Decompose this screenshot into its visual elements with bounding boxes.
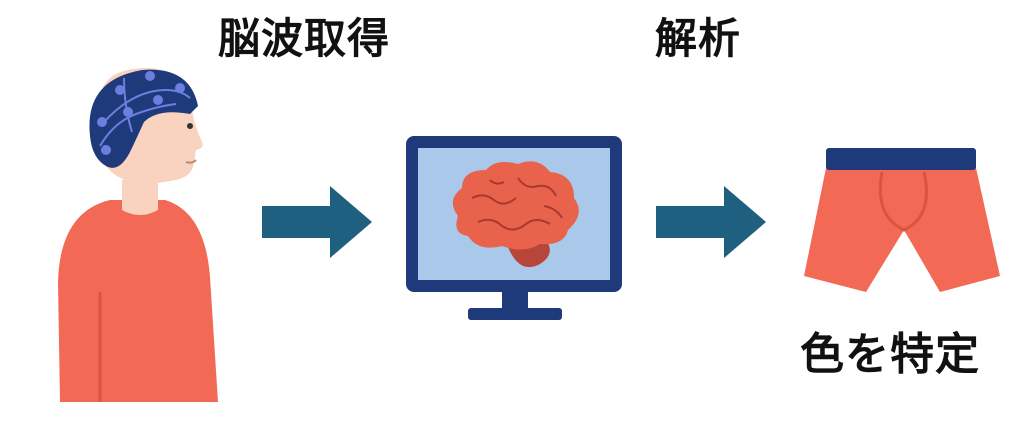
eeg-acquisition-label: 脳波取得 [218,14,391,63]
monitor-with-brain-icon [406,136,622,320]
person-with-eeg-cap-icon [58,68,218,402]
boxer-shorts-icon [804,148,1000,292]
color-identification-label: 色を特定 [800,329,980,380]
right-arrow-icon [656,186,766,258]
analysis-label: 解析 [655,14,742,63]
right-arrow-icon [262,186,372,258]
